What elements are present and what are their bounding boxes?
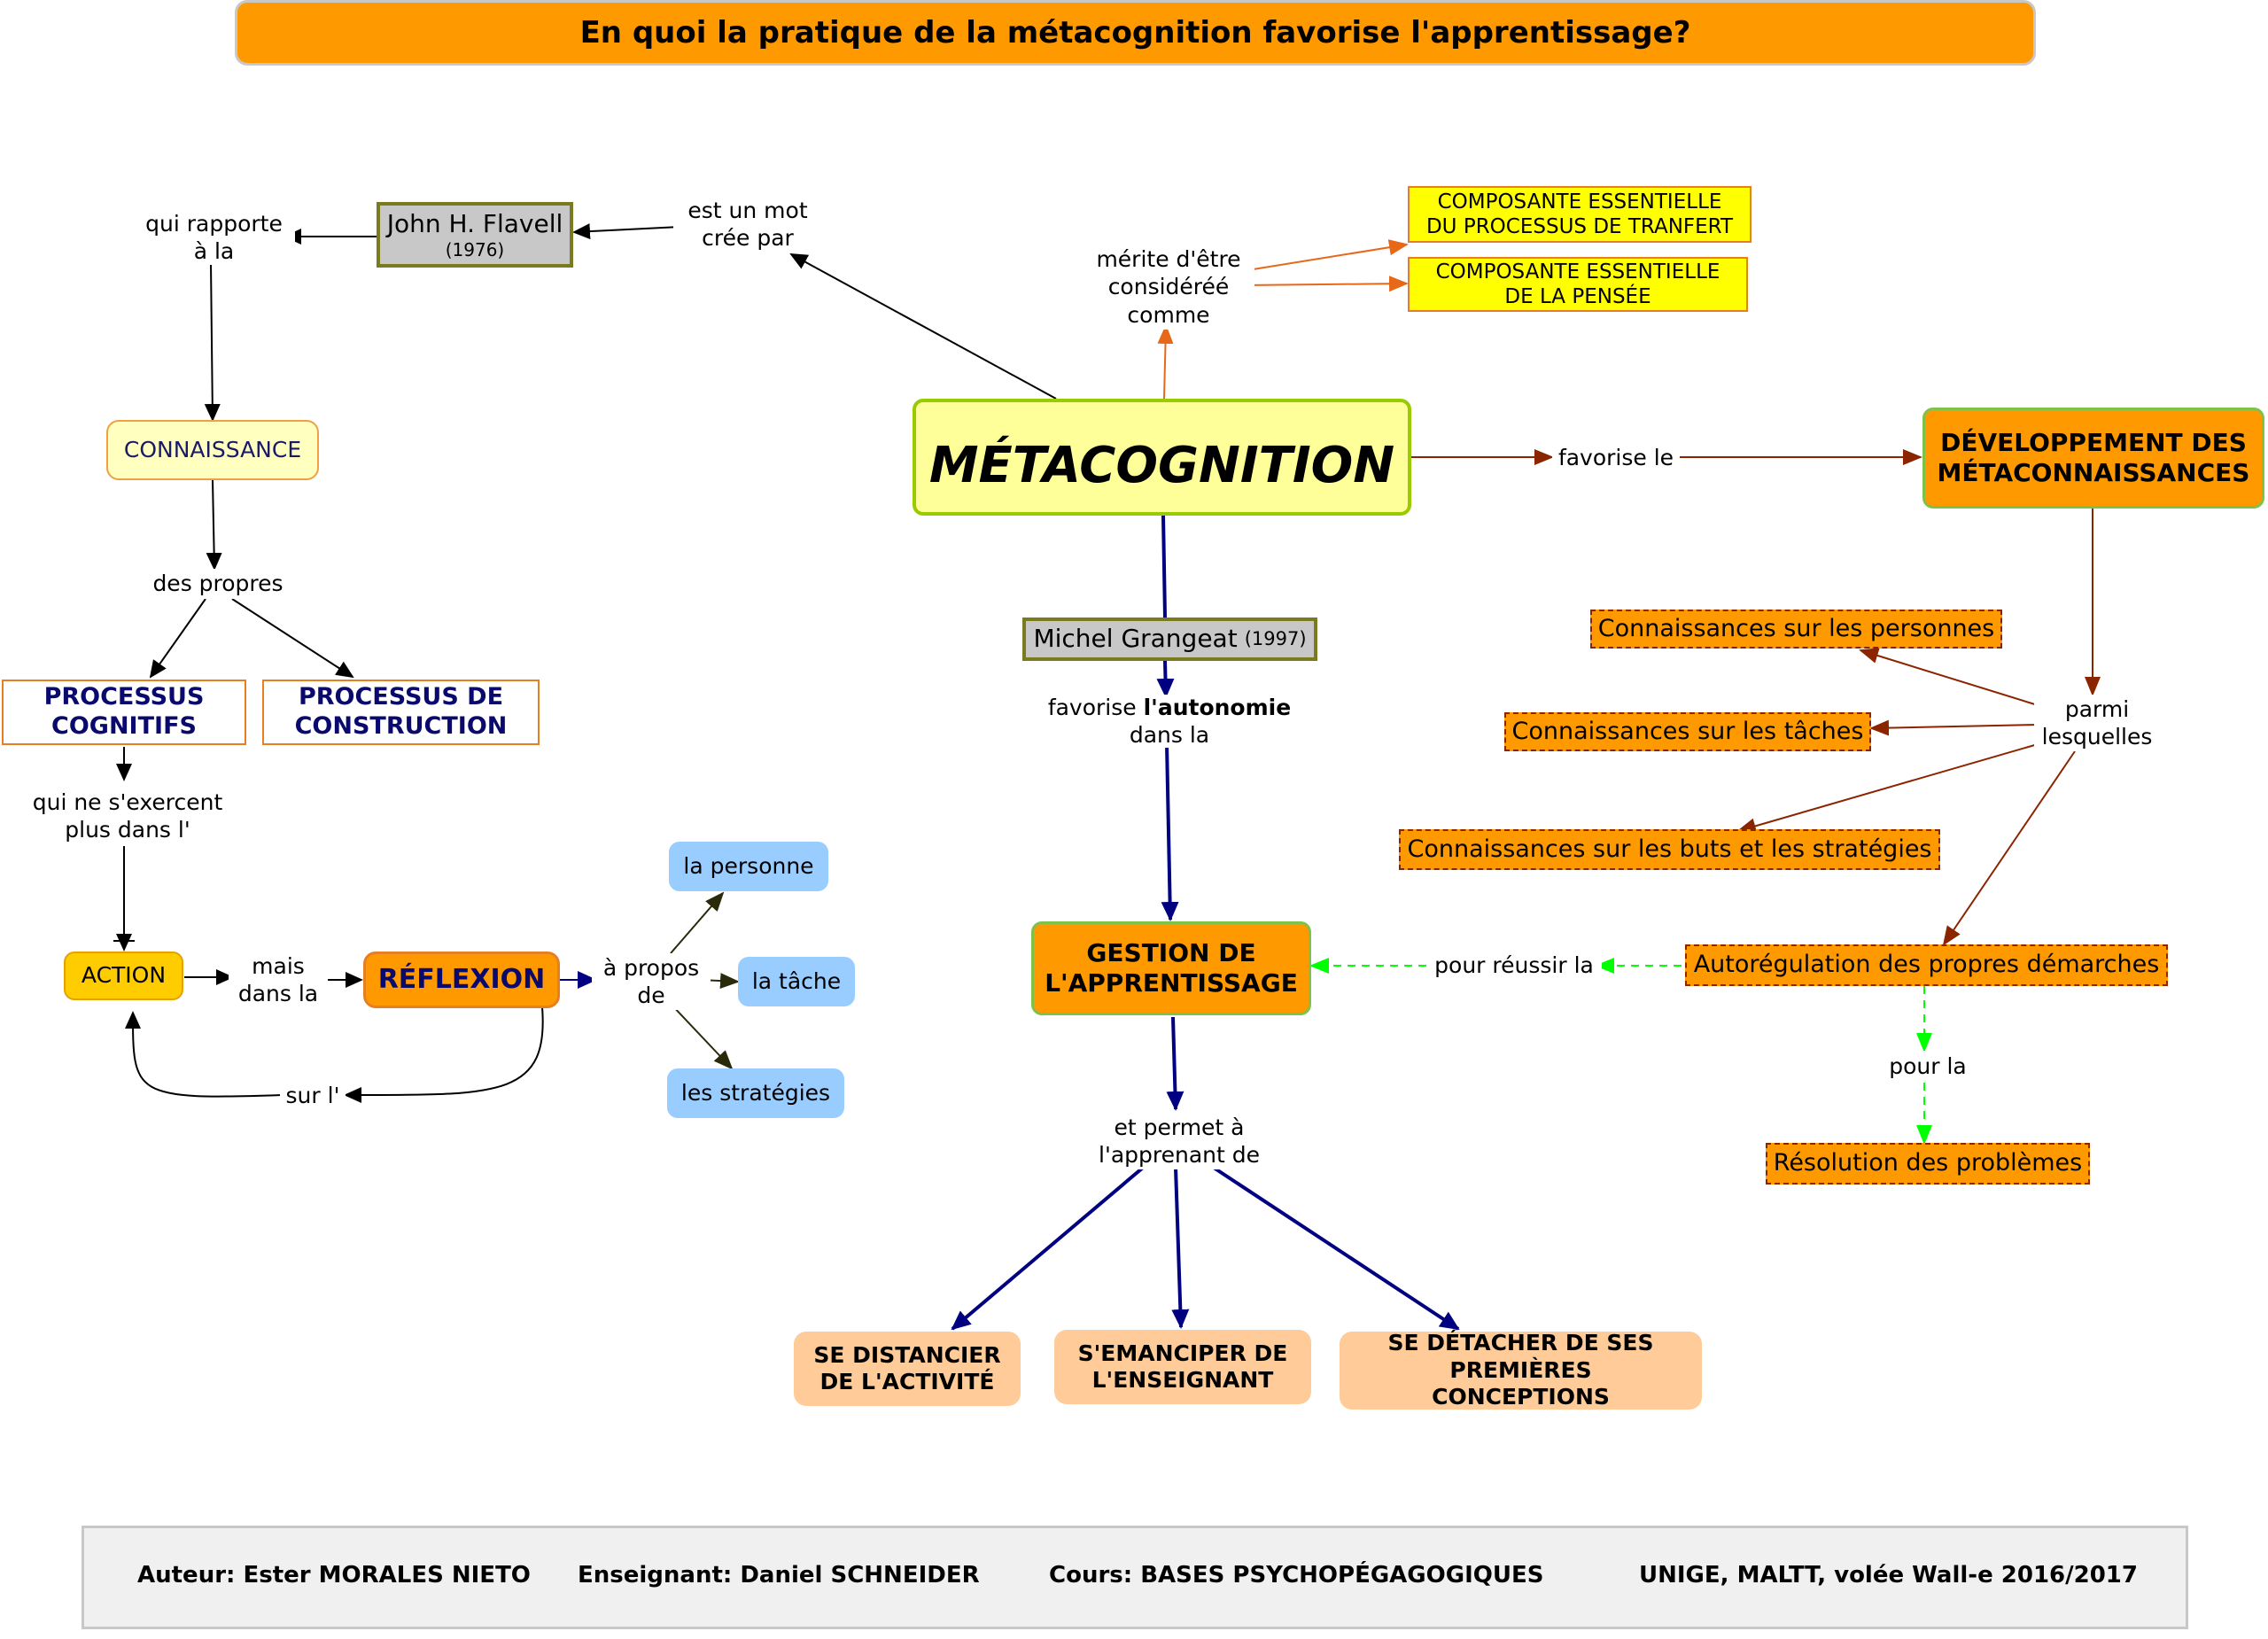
link-et-permet-emanciper [1171, 1167, 1190, 1329]
link-et-permet-distancier [951, 1166, 1145, 1331]
s-emanciper-node: S'EMANCIPER DE L'ENSEIGNANT [1054, 1330, 1311, 1404]
footer-auteur: Auteur: Ester MORALES NIETO [137, 1562, 531, 1589]
link-a-propos-personne [670, 891, 725, 954]
link-label-parmi: parmi lesquelles [2034, 695, 2160, 751]
link-label-favorise-le: favorise le [1552, 443, 1680, 473]
link-a-propos-strategies [670, 1003, 734, 1070]
credits-footer: Auteur: Ester MORALES NIETO Enseignant: … [82, 1526, 2188, 1629]
composante-transfert-node: COMPOSANTE ESSENTIELLE DU PROCESSUS DE T… [1408, 186, 1751, 243]
grangeat-name: Michel Grangeat [1033, 624, 1238, 654]
favorise-bold: l'autonomie [1143, 694, 1292, 720]
target-la-personne: la personne [669, 842, 828, 891]
grangeat-year: (1997) [1244, 627, 1307, 649]
se-distancier-node: SE DISTANCIER DE L'ACTIVITÉ [794, 1332, 1021, 1406]
link-merite-transfert [1241, 239, 1409, 272]
link-parmi-buts [1736, 743, 2039, 835]
link-parmi-taches [1869, 719, 2039, 736]
link-des-propres-construction [231, 598, 354, 679]
central-concept-metacognition: MÉTACOGNITION [913, 399, 1411, 516]
developpement-node: DÉVELOPPEMENT DES MÉTACONNAISSANCES [1922, 408, 2264, 509]
link-label-qui-rapporte: qui rapporte à la [133, 210, 295, 265]
link-merite-pensee [1241, 276, 1409, 292]
link-label-est-un-mot: est un mot crée par [673, 197, 822, 252]
flavell-year: (1976) [445, 238, 505, 260]
gestion-node: GESTION DE L'APPRENTISSAGE [1031, 921, 1311, 1015]
target-les-strategies: les stratégies [667, 1068, 844, 1118]
link-label-a-propos: à propos de [592, 953, 711, 1010]
reflexion-node: RÉFLEXION [363, 952, 560, 1008]
link-connaissance-des-propres [206, 479, 222, 571]
conn-personnes-node: Connaissances sur les personnes [1590, 610, 2002, 649]
processus-construction-node: PROCESSUS DE CONSTRUCTION [262, 680, 540, 745]
footer-cours: Cours: BASES PSYCHOPÉGAGOGIQUES [1049, 1562, 1544, 1589]
footer-enseignant: Enseignant: Daniel SCHNEIDER [578, 1562, 980, 1589]
link-gestion-et-permet [1166, 1016, 1184, 1111]
link-des-propres-cognitifs [149, 598, 206, 679]
conn-buts-node: Connaissances sur les buts et les straté… [1399, 829, 1940, 870]
target-la-tache: la tâche [738, 957, 855, 1006]
link-parmi-autoregulation [1942, 750, 2076, 946]
favorise-prefix: favorise [1047, 694, 1144, 720]
flavell-node: John H. Flavell (1976) [377, 202, 573, 268]
link-qui-rapporte-connaissance [204, 261, 221, 422]
link-label-et-permet: et permet à l'apprenant de [1083, 1113, 1276, 1169]
link-label-pour-reussir: pour réussir la [1426, 950, 1602, 982]
link-et-permet-detacher [1212, 1166, 1460, 1331]
favorise-suffix: dans la [1129, 722, 1210, 748]
link-est-un-mot-flavell [572, 223, 681, 240]
link-metacognition-merite [1157, 324, 1174, 400]
page-title: En quoi la pratique de la métacognition … [235, 0, 2036, 66]
link-label-pour-la: pour la [1880, 1051, 1976, 1083]
link-favorise-gestion [1161, 743, 1179, 921]
connaissance-node: CONNAISSANCE [106, 420, 319, 480]
link-grangeat-favorise [1156, 660, 1175, 698]
link-reflexion-sur [344, 1006, 544, 1104]
flavell-name: John H. Flavell [386, 208, 563, 238]
composante-pensee-node: COMPOSANTE ESSENTIELLE DE LA PENSÉE [1408, 257, 1748, 312]
link-label-mais-dans-la: mais dans la [229, 952, 328, 1008]
link-label-favorise-autonomie: favorise l'autonomie dans la [1035, 695, 1304, 748]
favorise-autonomie-line1: favorise l'autonomie [1048, 694, 1291, 721]
grangeat-node: Michel Grangeat (1997) [1022, 618, 1317, 661]
processus-cognitifs-node: PROCESSUS COGNITIFS [2, 680, 246, 745]
link-label-qui-ne: qui ne s'exercent plus dans l' [19, 788, 236, 844]
link-label-merite: mérite d'être considéréé comme [1083, 245, 1254, 330]
link-label-des-propres: des propres [142, 569, 294, 599]
autoregulation-node: Autorégulation des propres démarches [1685, 944, 2168, 986]
se-detacher-node: SE DÉTACHER DE SES PREMIÈRES CONCEPTIONS [1340, 1330, 1702, 1410]
link-label-sur-l: sur l' [280, 1081, 346, 1111]
link-parmi-personnes [1859, 648, 2039, 706]
action-node: ACTION [64, 952, 183, 1000]
conn-taches-node: Connaissances sur les tâches [1504, 712, 1871, 751]
central-concept-label: MÉTACOGNITION [928, 436, 1395, 494]
link-metacognition-grangeat [1161, 515, 1167, 618]
footer-institution: UNIGE, MALTT, volée Wall-e 2016/2017 [1639, 1562, 2138, 1589]
link-sur-action [125, 1011, 283, 1098]
resolution-node: Résolution des problèmes [1766, 1143, 2090, 1185]
link-metacognition-est-un-mot [789, 253, 1057, 400]
